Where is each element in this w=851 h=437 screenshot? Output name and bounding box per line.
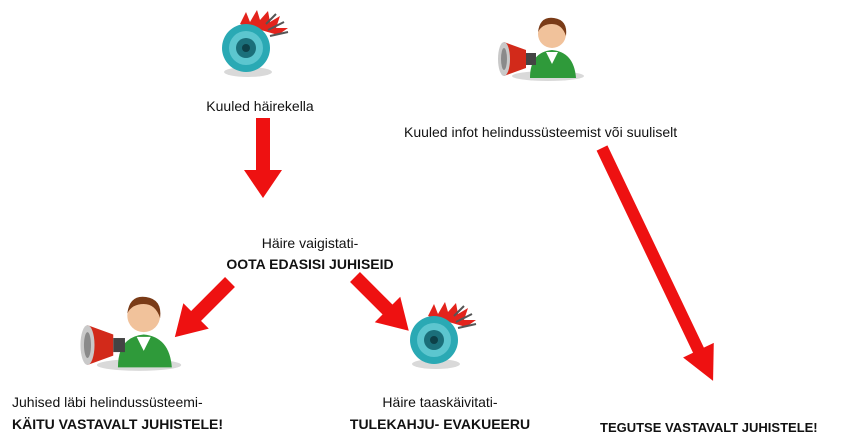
instructions-line2: KÄITU VASTAVALT JUHISTELE!: [12, 416, 224, 432]
alarm-restarted-line2: TULEKAHJU- EVAKUEERU: [349, 416, 531, 432]
speaker-person-icon-bottom: [78, 290, 186, 372]
alarm-bell-icon-bottom: [398, 300, 482, 372]
arrow-alarm-to-silenced: [244, 118, 282, 198]
instructions-line1: Juhised läbi helindussüsteemi-: [12, 394, 203, 410]
arrow-info-to-act: [596, 145, 714, 381]
alarm-silenced-line2: OOTA EDASISI JUHISEID: [226, 256, 394, 272]
arrow-silenced-to-restarted: [350, 272, 409, 331]
alarm-bell-icon: [210, 8, 294, 80]
alarm-silenced-line1: Häire vaigistati-: [261, 235, 359, 251]
act-label: TEGUTSE VASTAVALT JUHISTELE!: [600, 420, 818, 435]
alarm-heard-label: Kuuled häirekella: [206, 98, 314, 114]
speaker-person-icon: [496, 12, 588, 82]
info-heard-label: Kuuled infot helindussüsteemist või suul…: [404, 124, 678, 140]
alarm-restarted-line1: Häire taaskäivitati-: [382, 394, 498, 410]
arrow-silenced-to-instructions: [174, 277, 235, 338]
